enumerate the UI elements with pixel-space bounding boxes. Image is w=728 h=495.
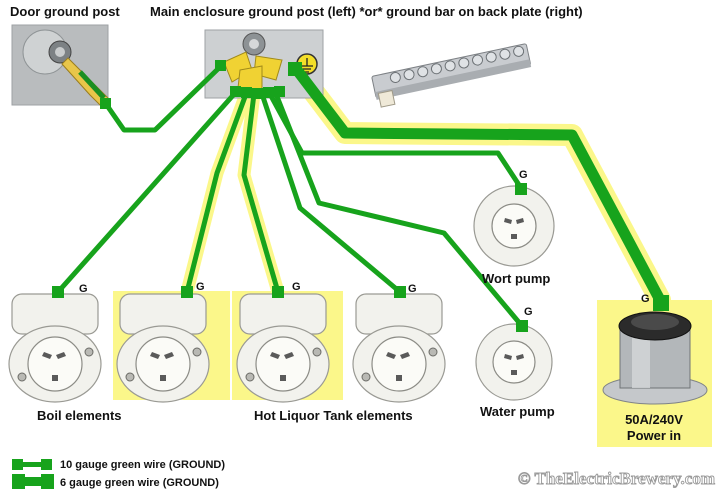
ground-bar-image (371, 43, 532, 108)
ground-terminal-labels: G G G G G G G (79, 169, 650, 318)
terminal-hlt-2 (272, 286, 284, 298)
door-ground-post-image (11, 24, 109, 106)
wire-hlt-1 (184, 91, 249, 295)
legend-wire-10-label: 10 gauge green wire (GROUND) (60, 459, 225, 471)
terminal-main-left (215, 60, 226, 71)
terminal-water-pump (516, 320, 528, 332)
terminal-power-in (653, 295, 669, 311)
door-ground-label: Door ground post (10, 4, 120, 19)
terminal-main-2 (241, 87, 252, 98)
main-enclosure-label: Main enclosure ground post (left) *or* g… (150, 4, 583, 19)
hlt-elements-label: Hot Liquor Tank elements (254, 408, 413, 423)
water-pump-outlet (475, 323, 553, 401)
terminal-boil-1 (52, 286, 64, 298)
terminal-wort-pump (515, 183, 527, 195)
legend-wire-6-label: 6 gauge green wire (GROUND) (60, 477, 219, 489)
terminal-main-4 (263, 87, 274, 98)
terminal-main-5 (274, 86, 285, 97)
terminals (52, 60, 669, 332)
boil-elements-label: Boil elements (37, 408, 122, 423)
g-label-water-pump: G (524, 306, 533, 318)
terminal-main-3 (252, 88, 263, 99)
watermark: © TheElectricBrewery.com (518, 469, 715, 488)
g-label-hlt-1: G (196, 281, 205, 293)
wire-boil-1 (55, 89, 239, 295)
terminal-main-1 (230, 86, 241, 97)
legend-wire-10-swatch (12, 459, 52, 470)
wire-boil-2 (259, 91, 403, 295)
terminal-boil-2 (394, 286, 406, 298)
wire-door-ground (103, 63, 224, 133)
legend: 10 gauge green wire (GROUND) 6 gauge gre… (12, 459, 225, 489)
highlight-power-wire (286, 59, 671, 311)
boil-outlet-1 (8, 293, 102, 403)
g-label-power-in: G (641, 293, 650, 305)
wires-10-gauge (55, 63, 525, 329)
g-label-hlt-2: G (292, 281, 301, 293)
g-label-boil-2: G (408, 283, 417, 295)
terminal-door (100, 98, 111, 109)
boil-outlet-2 (116, 293, 210, 403)
hlt-outlet-1 (236, 293, 330, 403)
power-inlet (602, 311, 708, 405)
terminal-main-power (288, 62, 302, 76)
wire-water-pump (273, 91, 525, 329)
water-pump-label: Water pump (480, 404, 555, 419)
power-in-label-line1: 50A/240V (625, 412, 683, 427)
legend-wire-6-swatch (12, 474, 54, 489)
wire-hlt-2 (241, 91, 281, 295)
terminal-hlt-1 (181, 286, 193, 298)
wort-pump-outlet (473, 185, 555, 267)
power-in-label-line2: Power in (627, 428, 681, 443)
wire-power-in (292, 66, 665, 303)
g-label-boil-1: G (79, 283, 88, 295)
g-label-wort-pump: G (519, 169, 528, 181)
hlt-outlet-2 (352, 293, 446, 403)
wort-pump-label: Wort pump (482, 271, 550, 286)
